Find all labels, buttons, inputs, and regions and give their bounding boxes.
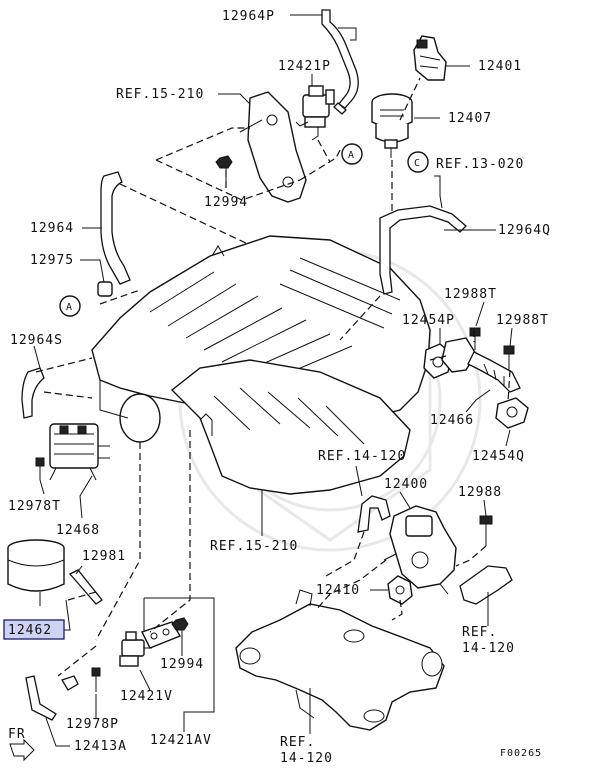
label-12988: 12988 — [458, 485, 502, 500]
bolt-12988t-right — [503, 345, 515, 370]
label-12978t: 12978T — [8, 499, 61, 514]
label-12994-top: 12994 — [204, 195, 248, 210]
callout-a-top-letter: A — [348, 150, 355, 161]
callout-a-left: A — [59, 295, 81, 317]
solenoid-valve-12421v — [119, 631, 152, 667]
label-12421p: 12421P — [278, 59, 331, 74]
label-12988t-a: 12988T — [444, 287, 497, 302]
label-12964p: 12964P — [222, 9, 275, 24]
label-12421av: 12421AV — [150, 733, 212, 748]
bracket-12401 — [413, 35, 447, 81]
egr-valve-12400 — [383, 505, 457, 595]
label-12413a: 12413A — [74, 739, 127, 754]
label-12964s: 12964S — [10, 333, 63, 348]
hose-12964s — [21, 367, 45, 419]
label-ref-15-210-mid: REF.15-210 — [210, 539, 298, 554]
callout-c: C — [407, 151, 429, 173]
label-ref-14-120-right-b: 14-120 — [462, 641, 515, 656]
label-12462: 12462 — [8, 623, 52, 638]
label-12407: 12407 — [448, 111, 492, 126]
bracket-plate-12421av — [141, 621, 182, 649]
hose-12413a — [25, 675, 79, 721]
dashed-guide-lines — [35, 77, 511, 677]
label-12421v: 12421V — [120, 689, 173, 704]
purge-valve-12407 — [371, 93, 413, 158]
label-12975: 12975 — [30, 253, 74, 268]
label-12988t-b: 12988T — [496, 313, 549, 328]
label-12981: 12981 — [82, 549, 126, 564]
label-ref-15-210-top: REF.15-210 — [116, 87, 204, 102]
egr-tube-assembly — [235, 589, 445, 731]
part-labels: 12964P 12421P 12401 12407 REF.15-210 REF… — [3, 9, 551, 766]
label-ref-14-120-right-a: REF. — [462, 625, 497, 640]
label-ref-14-120-mid: REF.14-120 — [318, 449, 406, 464]
hose-12964 — [100, 171, 131, 285]
label-12964q: 12964Q — [498, 223, 551, 238]
callout-a-top: A — [341, 143, 363, 165]
hose-12964p — [321, 9, 359, 115]
front-label: FR — [8, 727, 26, 742]
label-ref-14-120-bot-b: 14-120 — [280, 751, 333, 766]
label-12466: 12466 — [430, 413, 474, 428]
solenoid-valve-12421p — [295, 85, 335, 141]
callout-a-left-letter: A — [66, 302, 73, 313]
canister-12462 — [7, 539, 65, 606]
valve-assembly-12468 — [49, 423, 110, 481]
label-12410: 12410 — [316, 583, 360, 598]
gasket-12410 — [387, 575, 413, 605]
intake-manifold — [91, 235, 431, 443]
hose-ref-14-120-mid — [357, 495, 391, 533]
label-12454p: 12454P — [402, 313, 455, 328]
nut-12994-top — [215, 155, 233, 169]
label-12964: 12964 — [30, 221, 74, 236]
hose-12964q — [379, 205, 467, 295]
label-12454q: 12454Q — [472, 449, 525, 464]
label-ref-14-120-bot-a: REF. — [280, 735, 315, 750]
pipe-12981 — [68, 569, 103, 605]
label-12400: 12400 — [384, 477, 428, 492]
highlight-box-12462 — [3, 619, 65, 640]
pipe-ref-14-120-right — [459, 565, 513, 605]
front-direction-indicator: FR — [8, 727, 35, 762]
flange-pipe-12466 — [441, 337, 521, 393]
label-12994-bottom: 12994 — [160, 657, 204, 672]
label-12401: 12401 — [478, 59, 522, 74]
gasket-12454q — [495, 397, 529, 429]
label-12468: 12468 — [56, 523, 100, 538]
bolt-12988t-left — [469, 327, 481, 350]
bolt-12978p — [91, 667, 101, 692]
front-arrow-icon — [9, 738, 35, 762]
label-12978p: 12978P — [66, 717, 119, 732]
label-ref-13-020: REF.13-020 — [436, 157, 524, 172]
lower-manifold-collector — [170, 359, 411, 495]
callout-c-letter: C — [414, 158, 421, 169]
bolt-12978t — [35, 457, 45, 480]
figure-code: F00265 — [500, 748, 542, 759]
clamp-12975 — [97, 281, 113, 297]
nut-12994-bottom — [171, 617, 189, 631]
label-leader-lines — [33, 14, 513, 747]
mounting-bracket-top — [239, 91, 307, 203]
bolt-12988 — [479, 515, 493, 546]
